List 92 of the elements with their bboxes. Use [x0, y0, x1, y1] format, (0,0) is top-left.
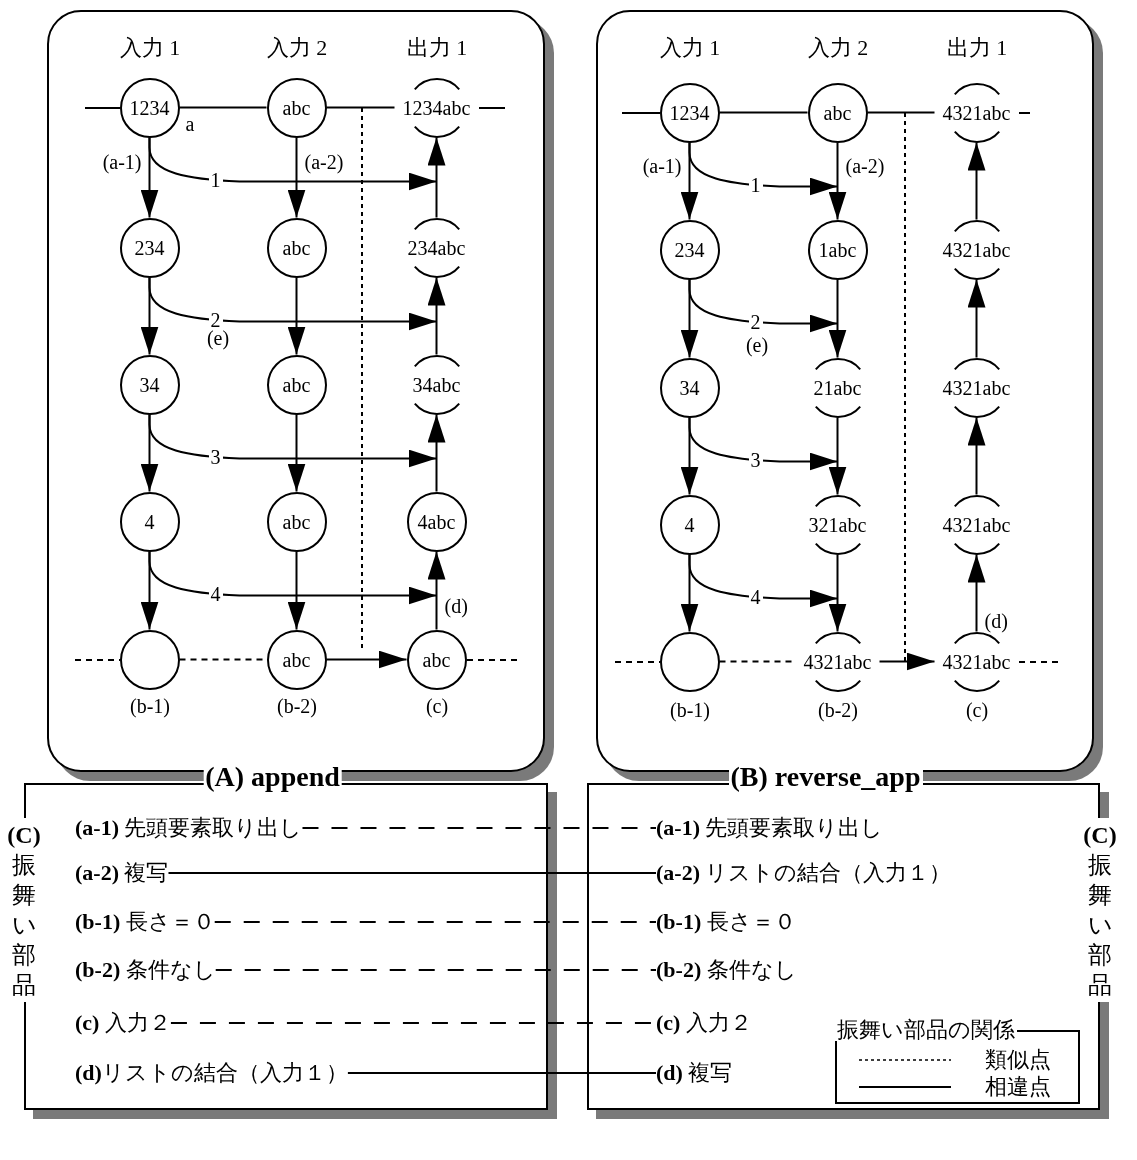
arrow [427, 276, 446, 356]
node-label: 1234 [129, 97, 170, 118]
node-label: 4321abc [942, 651, 1011, 672]
connector-line [167, 872, 657, 874]
node-label: abc [422, 649, 451, 670]
node-label: 4321abc [803, 651, 872, 672]
list-item: (c) 入力２ [75, 1008, 171, 1038]
node-label: 234abc [407, 237, 466, 258]
arrow [287, 136, 306, 219]
arrow [427, 550, 446, 631]
arrow [148, 413, 438, 468]
arrow [688, 553, 839, 608]
annotation-label: (e) [745, 335, 769, 355]
list-item: (a-1) 先頭要素取り出し [75, 813, 303, 843]
arrow [325, 650, 408, 669]
arrow [287, 276, 306, 356]
column-header: 入力 1 [659, 37, 721, 59]
node-label: 4321abc [942, 514, 1011, 535]
node-label: 4 [144, 511, 155, 532]
node-label: 4abc [417, 511, 456, 532]
connector-line [214, 969, 657, 971]
connector-line [866, 111, 936, 114]
list-item: (b-1) 長さ＝０ [656, 907, 796, 937]
list-item: (a-2) リストの結合（入力１） [656, 858, 952, 888]
node-caption: a [185, 114, 195, 134]
arrow [688, 141, 839, 196]
node-label: abc [282, 511, 311, 532]
node-label: 4 [684, 514, 695, 535]
node-label: 321abc [808, 514, 867, 535]
node-caption: (b-1) [130, 696, 170, 716]
node-label: abc [282, 649, 311, 670]
connector-line [346, 1072, 657, 1074]
node-label: 4321abc [942, 377, 1011, 398]
node-caption: (b-1) [670, 700, 710, 720]
arrow [427, 136, 446, 219]
arrow [828, 553, 847, 633]
list-item: (b-1) 長さ＝０ [75, 907, 215, 937]
node-label: 4321abc [942, 239, 1011, 260]
list-item: (b-2) 条件なし [656, 955, 797, 985]
column-header: 出力 1 [946, 37, 1008, 59]
list-item: (b-2) 条件なし [75, 955, 216, 985]
connector-line [178, 106, 268, 109]
legend-label: 相違点 [985, 1076, 1051, 1098]
arrow [148, 550, 438, 605]
column-header: 出力 1 [406, 37, 468, 59]
arrow [878, 652, 936, 671]
arrow [287, 413, 306, 493]
node-label: 234 [134, 237, 165, 258]
arrow [967, 416, 986, 496]
node-caption: (b-2) [277, 696, 317, 716]
node-label: abc [823, 102, 852, 123]
node-label: 1abc [818, 239, 857, 260]
arrow [967, 553, 986, 633]
node-label: 34abc [412, 374, 461, 395]
node-caption: (c) [425, 696, 449, 716]
list-item: (d) 複写 [656, 1058, 733, 1088]
node-label: 21abc [813, 377, 862, 398]
node-caption: (c) [965, 700, 989, 720]
connector-line [718, 111, 809, 114]
connector-line [301, 827, 657, 829]
list-item: (a-2) 複写 [75, 858, 169, 888]
edge-label: (d) [442, 596, 470, 617]
legend-title: 振舞い部品の関係 [835, 1019, 1017, 1041]
node-label: 1234abc [402, 97, 471, 118]
arrow [688, 416, 839, 471]
arrow [688, 278, 839, 333]
legend-label: 類似点 [985, 1049, 1051, 1071]
column-header: 入力 2 [807, 37, 869, 59]
arrow [828, 416, 847, 496]
node-label: 4321abc [942, 102, 1011, 123]
node-label: abc [282, 374, 311, 395]
annotation-label: (e) [206, 328, 230, 348]
connector-line [325, 106, 396, 109]
arrow [828, 141, 847, 221]
list-item: (c) 入力２ [656, 1008, 752, 1038]
arrow [427, 413, 446, 493]
node-label: 34 [679, 377, 700, 398]
arrow [148, 276, 438, 331]
node-label: 34 [139, 374, 160, 395]
arrow [967, 141, 986, 221]
arrow [287, 550, 306, 631]
list-item: (a-1) 先頭要素取り出し [656, 813, 884, 843]
node-label: abc [282, 237, 311, 258]
node-caption: (b-2) [818, 700, 858, 720]
node-label: 1234 [669, 102, 710, 123]
node-label: 234 [674, 239, 705, 260]
arrow [828, 278, 847, 359]
connector-line [213, 921, 657, 923]
list-item: (d)リストの結合（入力１） [75, 1058, 348, 1088]
arrow [148, 136, 438, 191]
node-label: abc [282, 97, 311, 118]
arrow [967, 278, 986, 359]
